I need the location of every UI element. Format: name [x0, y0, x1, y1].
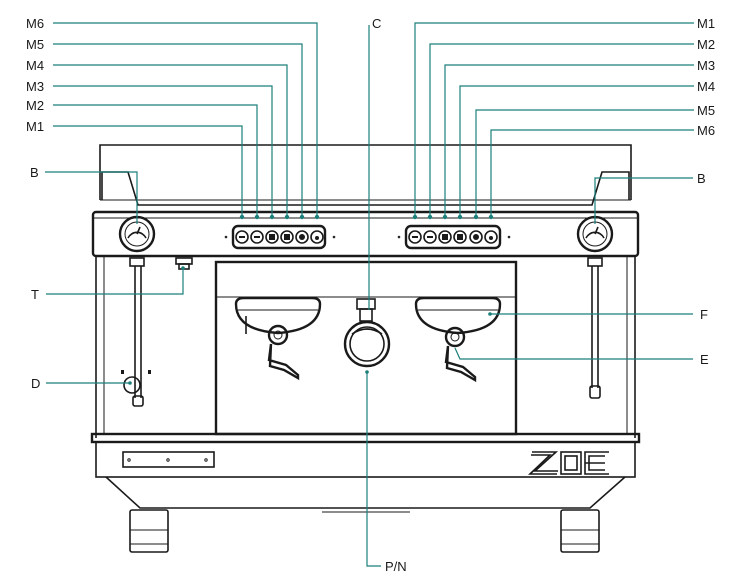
label-c: C — [372, 16, 381, 31]
control-panel — [91, 210, 640, 258]
brew-chamber — [214, 260, 518, 436]
right-foot — [560, 509, 600, 553]
label-left-m5: M5 — [26, 37, 44, 52]
label-e: E — [700, 352, 709, 367]
label-b-left: B — [30, 165, 39, 180]
label-right-m3: M3 — [697, 58, 715, 73]
left-foot — [129, 509, 169, 553]
label-t: T — [31, 287, 39, 302]
left-keypad — [224, 214, 336, 250]
right-group — [414, 296, 502, 383]
zoe-logo — [527, 451, 609, 475]
label-left-m2: M2 — [26, 98, 44, 113]
center-nozzle — [343, 298, 391, 368]
label-pn: P/N — [385, 559, 407, 574]
leader-end-dots — [128, 266, 492, 385]
label-right-m4: M4 — [697, 79, 715, 94]
front-label-plate — [122, 451, 215, 468]
label-left-m4: M4 — [26, 58, 44, 73]
label-d: D — [31, 376, 40, 391]
right-keypad — [397, 214, 511, 250]
label-f: F — [700, 307, 708, 322]
label-right-m6: M6 — [697, 123, 715, 138]
label-right-m5: M5 — [697, 103, 715, 118]
label-left-m1: M1 — [26, 119, 44, 134]
label-b-right: B — [697, 171, 706, 186]
label-left-m3: M3 — [26, 79, 44, 94]
label-right-m1: M1 — [697, 16, 715, 31]
base-panel — [95, 441, 636, 478]
right-steam-wand — [587, 257, 603, 399]
cup-warmer-rail — [99, 144, 632, 200]
callout-labels: M6 M5 M4 M3 M2 M1 M1 M2 M3 M4 M5 M6 C B … — [26, 16, 715, 574]
machine-drawing — [90, 144, 641, 553]
leader-lines — [45, 22, 694, 567]
left-group — [234, 296, 322, 381]
drip-tray — [90, 432, 641, 444]
label-left-m6: M6 — [26, 16, 44, 31]
label-right-m2: M2 — [697, 37, 715, 52]
left-steam-wand — [121, 257, 151, 407]
